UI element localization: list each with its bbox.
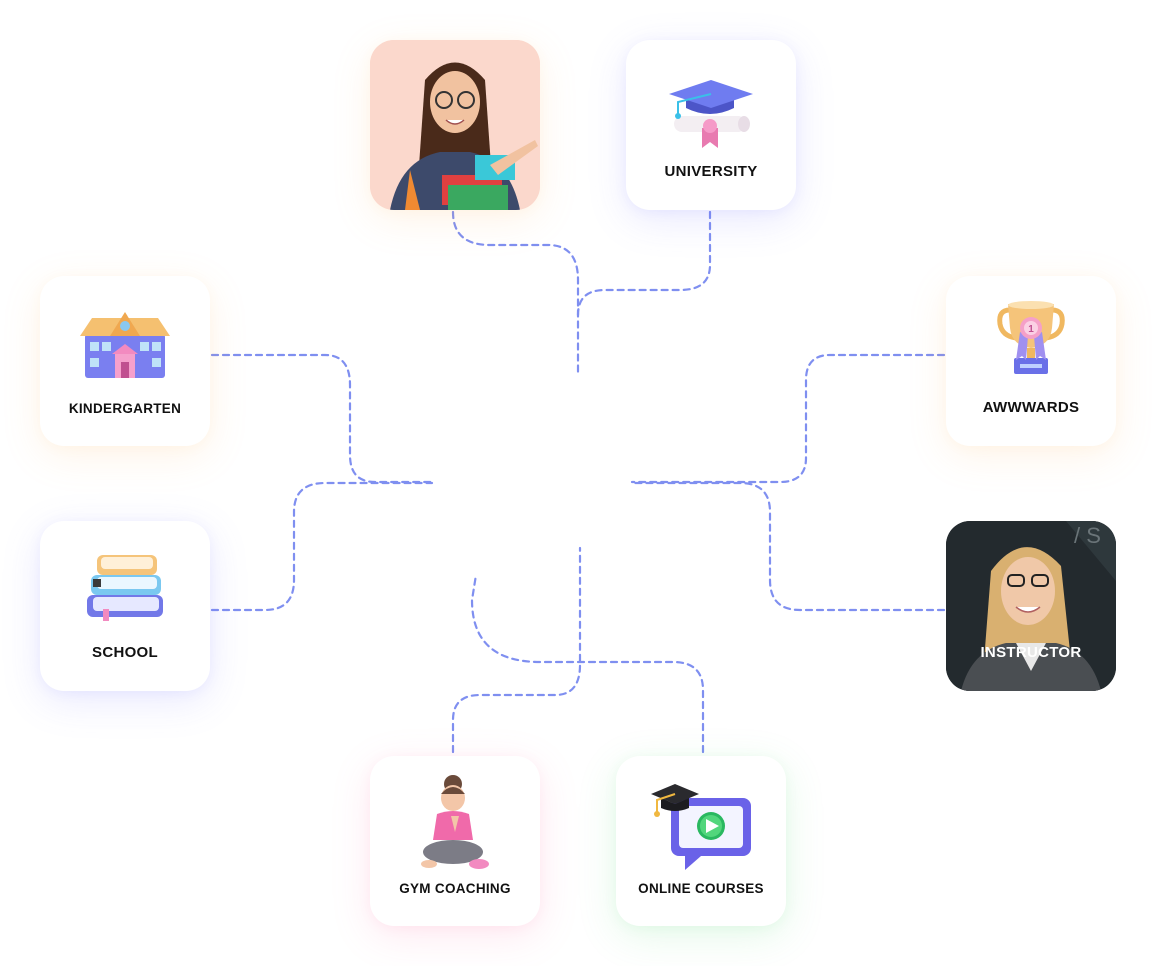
instructor-photo: / S <box>946 521 1116 691</box>
student-photo <box>370 40 540 210</box>
university-label: UNIVERSITY <box>664 163 758 180</box>
connector-kindergarten <box>210 353 434 484</box>
svg-text:/ S: / S <box>1074 523 1101 548</box>
school-label: SCHOOL <box>92 644 158 661</box>
gym-coaching-card[interactable]: GYM COACHING <box>370 756 540 926</box>
awwwards-card[interactable]: 1 AWWWARDS <box>946 276 1116 446</box>
connector-school <box>210 481 434 612</box>
graduation-cap-diploma-icon <box>669 80 753 148</box>
video-course-chat-icon <box>651 784 751 870</box>
trophy-icon: 1 <box>997 301 1065 374</box>
connector-awwwards <box>630 353 946 484</box>
connector-online <box>470 573 705 754</box>
connector-student <box>451 210 580 377</box>
stack-of-books-icon <box>87 555 163 621</box>
student-photo-card[interactable] <box>370 40 540 210</box>
gym-coaching-label: GYM COACHING <box>399 881 511 896</box>
instructor-photo-card[interactable]: / S INSTRUCTOR <box>946 521 1116 691</box>
instructor-label: INSTRUCTOR <box>980 644 1082 661</box>
school-card[interactable]: SCHOOL <box>40 521 210 691</box>
meditating-girl-icon <box>421 775 489 869</box>
kindergarten-card[interactable]: KINDERGARTEN <box>40 276 210 446</box>
connector-instructor <box>630 481 946 612</box>
university-card[interactable]: UNIVERSITY <box>626 40 796 210</box>
online-courses-card[interactable]: ONLINE COURSES <box>616 756 786 926</box>
awwwards-label: AWWWARDS <box>982 399 1080 416</box>
online-courses-label: ONLINE COURSES <box>638 881 764 896</box>
kindergarten-building-icon <box>80 312 170 378</box>
kindergarten-label: KINDERGARTEN <box>68 401 182 416</box>
svg-text:1: 1 <box>1028 324 1034 335</box>
connector-university <box>576 210 712 317</box>
connector-gym <box>451 546 582 754</box>
